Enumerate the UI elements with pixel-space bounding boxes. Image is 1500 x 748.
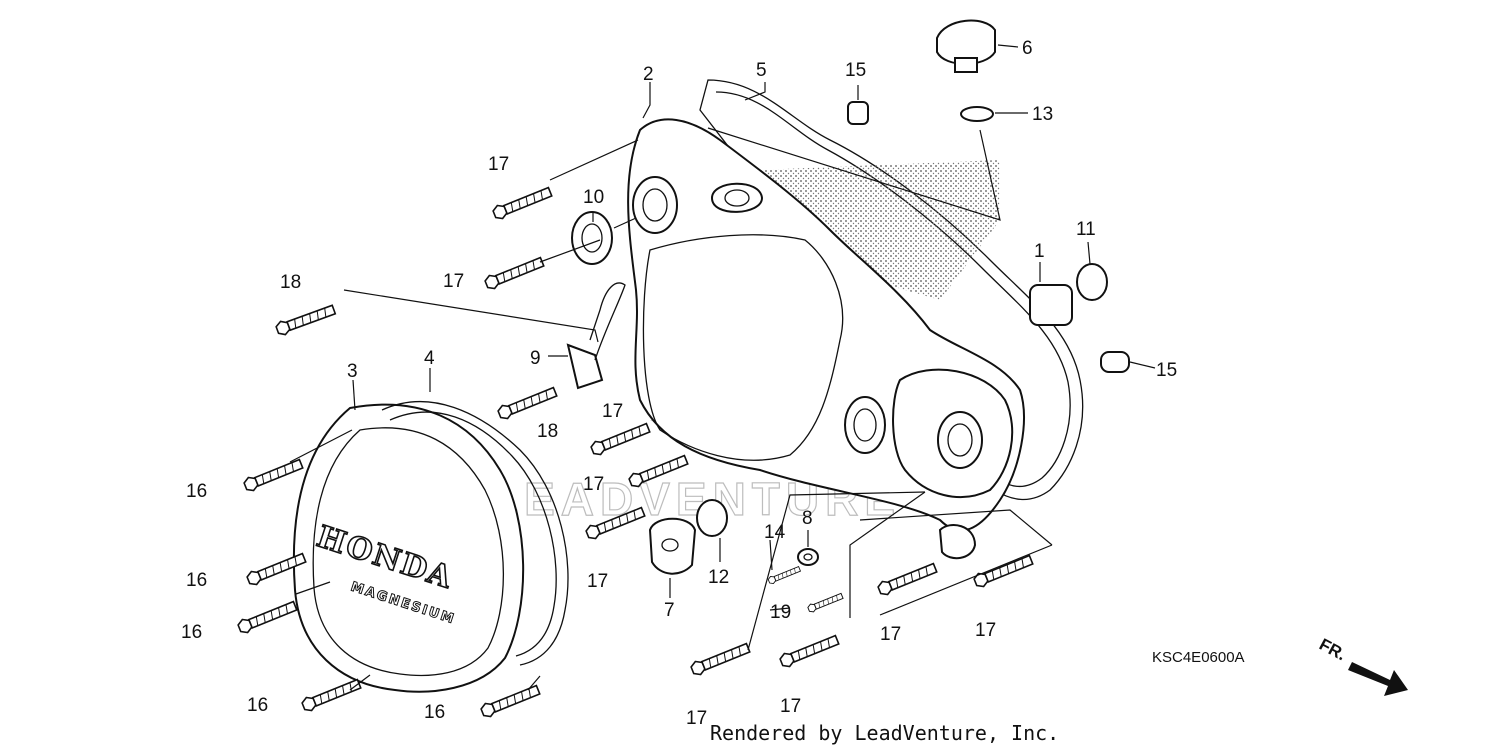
leader-lines (289, 44, 1156, 691)
oil-filler-cap-6 (936, 19, 996, 65)
footer-credit: Rendered by LeadVenture, Inc. (710, 721, 1059, 745)
gasket-5-inner (715, 91, 1071, 488)
bolt-17-h (876, 560, 939, 598)
callout-17-g: 17 (780, 696, 801, 717)
bolt-19 (806, 591, 845, 614)
center-bore-inner (853, 408, 877, 442)
bolt-17-i (972, 552, 1035, 590)
gasket-4 (381, 401, 569, 666)
bolt-18-a (274, 302, 337, 338)
callout-16-b: 16 (186, 570, 207, 591)
filler-hole (724, 189, 750, 207)
oil-seal-10-inner (581, 223, 603, 253)
callout-19: 19 (770, 602, 791, 623)
clamp-9-wire (589, 282, 626, 361)
diagram-code: KSC4E0600A (1152, 649, 1245, 666)
callout-6: 6 (1022, 38, 1033, 59)
callout-9: 9 (530, 348, 541, 369)
seal-bore-inner (642, 188, 668, 222)
callout-3: 3 (347, 361, 358, 382)
callout-8: 8 (802, 508, 813, 529)
callout-17-e: 17 (587, 571, 608, 592)
plug-7-center (661, 538, 679, 552)
gasket-4-b (389, 411, 557, 657)
seal-bore (632, 176, 678, 234)
callout-15-top: 15 (845, 60, 866, 81)
callout-7: 7 (664, 600, 675, 621)
callout-12: 12 (708, 567, 729, 588)
o-ring-13 (960, 106, 994, 122)
bolt-17-f (689, 640, 752, 678)
callout-17-a: 17 (488, 154, 509, 175)
fr-arrow-icon (1348, 662, 1408, 696)
callout-17-b: 17 (443, 271, 464, 292)
clamp-9 (566, 343, 604, 390)
callout-18-b: 18 (537, 421, 558, 442)
lower-tab (938, 524, 977, 560)
callout-17-i: 17 (975, 620, 996, 641)
callout-11: 11 (1076, 219, 1096, 240)
center-bore (844, 396, 886, 454)
callout-16-e: 16 (424, 702, 445, 723)
callout-17-d: 17 (583, 474, 604, 495)
front-direction-arrow: FR. (1316, 635, 1408, 696)
right-bore-inner (947, 423, 973, 457)
bolt-17-a (491, 184, 554, 222)
case-flange (642, 234, 844, 461)
callout-18-a: 18 (280, 272, 301, 293)
bolt-16-c (236, 598, 299, 636)
bolt-18-b (496, 384, 559, 422)
dowel-15-right (1100, 351, 1130, 373)
dowel-15-top (847, 101, 869, 125)
callout-2: 2 (643, 64, 654, 85)
washer-8 (797, 548, 819, 566)
clutch-cover-3 (292, 403, 525, 693)
right-bore (937, 411, 983, 469)
bolt-16-d (300, 676, 363, 714)
bolt-17-g (778, 632, 841, 670)
callout-15-right: 15 (1156, 360, 1177, 381)
callout-16-d: 16 (247, 695, 268, 716)
callout-1: 1 (1034, 241, 1045, 262)
callout-17-c: 17 (602, 401, 623, 422)
oil-filler-boss (710, 182, 764, 213)
oil-seal-10 (571, 211, 613, 265)
bolt-17-b (483, 254, 546, 292)
bolt-17-c (589, 420, 652, 458)
callout-16-c: 16 (181, 622, 202, 643)
gasket-5 (699, 79, 1084, 501)
bolt-14 (767, 564, 802, 586)
callout-13: 13 (1032, 104, 1053, 125)
callout-10: 10 (583, 187, 604, 208)
o-ring-11 (1076, 263, 1108, 301)
fr-label: FR. (1316, 635, 1349, 665)
cap-stem (954, 57, 978, 73)
o-ring-12 (696, 499, 728, 537)
callout-4: 4 (424, 348, 435, 369)
callout-17-h: 17 (880, 624, 901, 645)
bolt-16-e (479, 682, 542, 720)
callout-5: 5 (756, 60, 767, 81)
clutch-cover-inner (312, 427, 504, 677)
callout-14: 14 (764, 522, 786, 543)
callout-17-f: 17 (686, 708, 707, 729)
plug-7 (648, 517, 697, 575)
washer-8-hole (803, 553, 813, 561)
collar-1 (1029, 284, 1073, 326)
callout-16-a: 16 (186, 481, 207, 502)
bolt-16-a (242, 456, 305, 494)
